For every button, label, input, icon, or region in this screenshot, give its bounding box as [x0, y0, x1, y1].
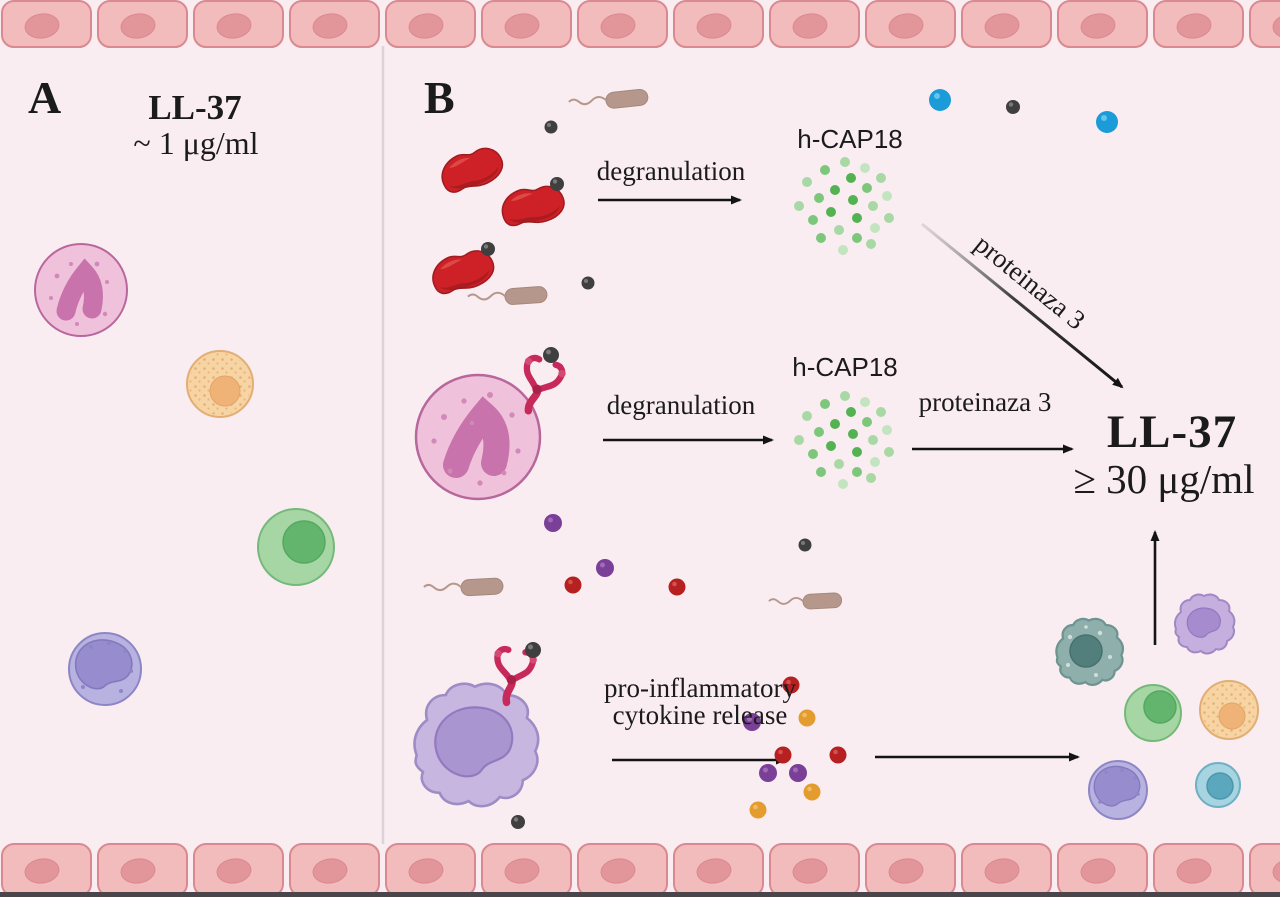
degranulation-label-2: degranulation: [606, 390, 756, 420]
lymphocyte-purple-a: [68, 632, 142, 706]
panel-a-title: LL-37: [148, 88, 242, 127]
molecule-black: [581, 276, 595, 290]
arrow-proteinaza-diagonal: [921, 222, 1124, 389]
bottom-edge: [0, 892, 1280, 897]
cytokine-release-line1: pro-inflammatory: [604, 673, 796, 703]
molecule-black: [798, 538, 812, 552]
molecule-red: [564, 576, 582, 594]
bacterium-icon: [422, 576, 505, 599]
molecule-black: [550, 177, 564, 191]
degranulation-label-1: degranulation: [596, 156, 746, 186]
platelet-icon: [435, 142, 508, 197]
panel-a-concentration: ~ 1 μg/ml: [133, 125, 259, 161]
cytokine-release-line2: cytokine release: [612, 700, 788, 730]
bacterium-icon: [767, 591, 843, 613]
lymphocyte-green-cluster: [1124, 684, 1182, 742]
bacterium-icon: [567, 87, 650, 114]
hcap18-label-2: h-CAP18: [792, 352, 898, 382]
result-concentration: ≥ 30 μg/ml: [1073, 456, 1255, 502]
molecule-black: [481, 242, 495, 256]
epithelium-bottom: [1, 843, 1280, 897]
lymphocyte-purple-cluster: [1088, 760, 1148, 820]
cytokine-release-label: pro-inflammatory cytokine release: [604, 675, 796, 729]
molecule-black: [1006, 100, 1020, 114]
mast-cell-cluster: [1199, 680, 1259, 740]
macrophage-teal: [1055, 617, 1125, 687]
neutrophil-a: [34, 243, 128, 337]
molecule-red: [668, 578, 686, 596]
hcap18-label-1: h-CAP18: [797, 124, 903, 154]
proteinaza-label-2: proteinaza 3: [918, 387, 1052, 417]
result-title: LL-37: [1106, 406, 1238, 458]
lymphocyte-green-a: [257, 508, 335, 586]
lymphocyte-blue-cluster: [1195, 762, 1241, 808]
mast-cell-a: [186, 350, 254, 418]
molecule-black: [511, 815, 525, 829]
lymphocyte-purple-top: [1173, 593, 1236, 655]
cytokine-cluster: [743, 676, 847, 819]
molecule-blue: [1096, 111, 1118, 133]
monocyte-b: [413, 682, 540, 808]
molecule-purple: [596, 559, 614, 577]
molecule-black: [543, 347, 559, 363]
neutrophil-b: [414, 373, 542, 501]
epithelium-top: [1, 0, 1280, 48]
molecule-black: [544, 120, 558, 134]
molecule-black: [525, 642, 541, 658]
granule-cluster-1: [794, 157, 894, 255]
panel-b-label: B: [424, 72, 455, 123]
panel-a-label: A: [28, 72, 62, 123]
molecule-blue: [929, 89, 951, 111]
molecule-purple: [544, 514, 562, 532]
granule-cluster-2: [794, 391, 894, 489]
bacterium-icon: [466, 285, 549, 309]
